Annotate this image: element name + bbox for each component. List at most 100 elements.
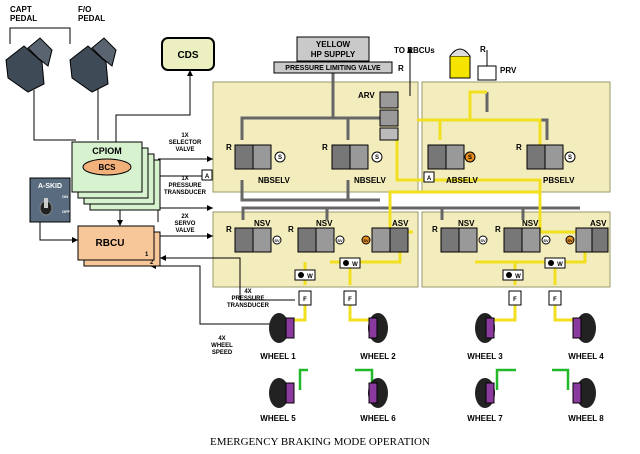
- svg-text:R: R: [516, 143, 522, 152]
- svg-text:S: S: [278, 155, 282, 161]
- nsv-right-2: R NSV SV: [495, 219, 551, 253]
- svg-text:WHEEL 7: WHEEL 7: [467, 414, 503, 423]
- svg-text:F: F: [348, 297, 352, 303]
- svg-text:NSV: NSV: [458, 219, 475, 228]
- asv-left: ASV SV: [361, 219, 409, 253]
- svg-text:A-SKID: A-SKID: [38, 183, 62, 190]
- svg-text:S: S: [468, 155, 472, 161]
- svg-text:WHEEL 6: WHEEL 6: [360, 414, 396, 423]
- svg-text:ABSELV: ABSELV: [446, 176, 479, 185]
- cpiom-unit: CPIOM BCS: [71, 141, 161, 211]
- svg-text:PRV: PRV: [500, 66, 517, 75]
- prv-valve: R PRV: [477, 45, 517, 81]
- svg-text:W: W: [352, 262, 358, 268]
- svg-text:WHEEL 1: WHEEL 1: [260, 352, 296, 361]
- svg-text:W: W: [307, 274, 313, 280]
- nsv-right-1: R NSV SV: [432, 219, 488, 253]
- svg-text:SV: SV: [567, 238, 573, 243]
- svg-text:R: R: [288, 225, 294, 234]
- svg-text:SV: SV: [543, 238, 549, 243]
- nbselv-right: R S NBSELV: [322, 143, 387, 185]
- svg-text:S: S: [375, 155, 379, 161]
- wheel-brake-lines: [298, 368, 570, 390]
- svg-text:2: 2: [150, 260, 154, 266]
- svg-text:BCS: BCS: [99, 163, 117, 172]
- asv-right: ASV SV: [565, 219, 609, 253]
- svg-text:R: R: [226, 225, 232, 234]
- svg-text:WHEEL 5: WHEEL 5: [260, 414, 296, 423]
- svg-text:CPIOM: CPIOM: [92, 146, 122, 156]
- svg-text:F: F: [513, 297, 517, 303]
- shuttle-valve-3: W: [502, 269, 524, 281]
- abselv: S ABSELV: [427, 144, 479, 185]
- pbselv: R S PBSELV: [516, 143, 576, 185]
- shuttle-valve-2: W: [339, 257, 361, 269]
- wheel-5: WHEEL 5: [260, 378, 296, 423]
- svg-text:NBSELV: NBSELV: [258, 176, 291, 185]
- svg-text:PRESSURE LIMITING VALVE: PRESSURE LIMITING VALVE: [285, 65, 381, 72]
- svg-text:NSV: NSV: [316, 219, 333, 228]
- hydraulic-panel-top-right: [421, 81, 611, 193]
- hydraulic-fuse-4: F: [548, 290, 562, 306]
- pressure-transducer-a-right: A: [423, 171, 435, 183]
- yellow-hp-supply: YELLOW HP SUPPLY: [296, 36, 370, 62]
- nbselv-left: R S NBSELV: [226, 143, 291, 185]
- svg-text:W: W: [515, 274, 521, 280]
- wheel-8: WHEEL 8: [568, 378, 604, 423]
- arv-valve: ARV: [358, 91, 399, 141]
- to-rbcus-label: TO RBCUs: [394, 46, 435, 55]
- svg-text:NBSELV: NBSELV: [354, 176, 387, 185]
- svg-text:R: R: [495, 225, 501, 234]
- nsv-left-1: R NSV SV: [226, 219, 282, 253]
- svg-text:R: R: [322, 143, 328, 152]
- svg-text:A: A: [205, 174, 210, 180]
- svg-text:YELLOW: YELLOW: [316, 40, 351, 49]
- svg-text:WHEEL 3: WHEEL 3: [467, 352, 503, 361]
- svg-text:R: R: [480, 45, 486, 54]
- svg-text:RBCU: RBCU: [96, 238, 125, 249]
- wheel-6: WHEEL 6: [360, 378, 396, 423]
- svg-text:ASV: ASV: [590, 219, 607, 228]
- svg-text:A: A: [427, 176, 432, 182]
- svg-text:S: S: [568, 155, 572, 161]
- shuttle-valve-1: W: [294, 269, 316, 281]
- hydraulic-fuse-2: F: [343, 290, 357, 306]
- svg-text:1: 1: [145, 252, 149, 258]
- wheel-3: WHEEL 3: [467, 313, 503, 361]
- figure-caption: EMERGENCY BRAKING MODE OPERATION: [210, 436, 430, 448]
- pressure-limiting-valve: PRESSURE LIMITING VALVE R: [273, 61, 404, 74]
- svg-text:R: R: [226, 143, 232, 152]
- accumulator: [449, 48, 471, 79]
- rbcu-unit: RBCU 1 2: [77, 225, 161, 267]
- svg-text:CDS: CDS: [177, 50, 198, 61]
- svg-text:NSV: NSV: [522, 219, 539, 228]
- nsv-left-2: R NSV SV: [288, 219, 345, 253]
- svg-text:SV: SV: [337, 238, 343, 243]
- svg-text:F: F: [553, 297, 557, 303]
- askid-switch[interactable]: A-SKID ON OFF: [29, 177, 71, 223]
- wheel-2: WHEEL 2: [360, 313, 396, 361]
- svg-text:ON: ON: [62, 194, 68, 199]
- hydraulic-fuse-1: F: [298, 290, 312, 306]
- svg-text:ASV: ASV: [392, 219, 409, 228]
- return-lines: [240, 73, 580, 220]
- wheel-4: WHEEL 4: [568, 313, 604, 361]
- svg-text:WHEEL 2: WHEEL 2: [360, 352, 396, 361]
- svg-text:WHEEL 4: WHEEL 4: [568, 352, 604, 361]
- cds-unit: CDS: [161, 37, 215, 71]
- svg-text:R: R: [398, 64, 404, 73]
- svg-text:PBSELV: PBSELV: [543, 176, 575, 185]
- svg-text:NSV: NSV: [254, 219, 271, 228]
- svg-text:HP SUPPLY: HP SUPPLY: [311, 50, 356, 59]
- svg-text:R: R: [432, 225, 438, 234]
- svg-text:SV: SV: [480, 238, 486, 243]
